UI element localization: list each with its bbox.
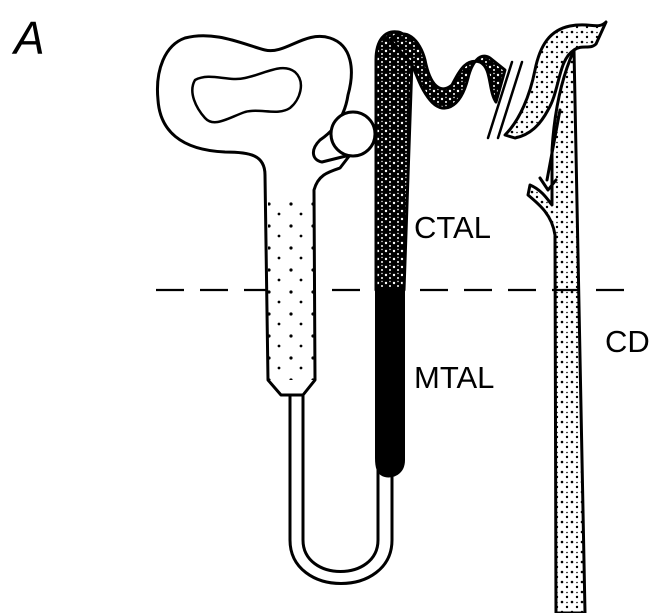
thin-limb-loop-inner (303, 395, 378, 572)
ctal-label: CTAL (414, 210, 491, 245)
descending-limb-fill (268, 200, 314, 380)
ctal-segment (376, 32, 412, 290)
panel-label: A (11, 12, 45, 64)
glomerulus (331, 112, 375, 156)
mtal-label: MTAL (414, 360, 494, 395)
cd-label: CD (605, 324, 650, 359)
mtal-segment (376, 290, 404, 476)
